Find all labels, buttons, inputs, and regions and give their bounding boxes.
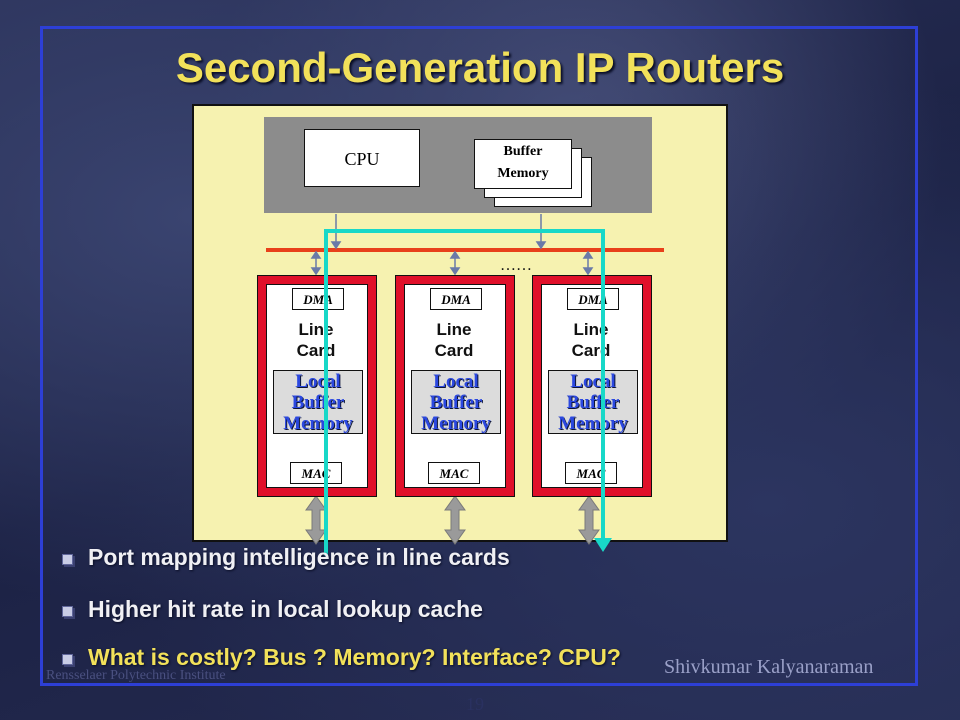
line-card-label: Line Card — [265, 319, 367, 361]
bullet-text: Higher hit rate in local lookup cache — [88, 596, 483, 622]
dma-chip: DMA — [567, 288, 619, 310]
line-card-label-line1: Line — [573, 320, 609, 339]
line-card-label-line2: Card — [571, 341, 611, 360]
buffer-memory-line2: Memory — [497, 166, 549, 181]
lbm-line2: Buffer — [429, 392, 483, 413]
memory-sheet-front — [474, 139, 572, 189]
page-number: 19 — [466, 694, 484, 714]
bullet-item: Higher hit rate in local lookup cache — [62, 596, 922, 626]
line-card-label-line2: Card — [434, 341, 474, 360]
buffer-memory-label: Buffer Memory — [474, 141, 572, 185]
lbm-line2: Buffer — [566, 392, 620, 413]
lbm-line3: Memory — [283, 413, 353, 434]
lbm-line3: Memory — [558, 413, 628, 434]
bullet-box-icon — [62, 554, 75, 567]
bus-card-connectors — [310, 250, 594, 276]
local-buffer-memory: Local Buffer Memory — [548, 370, 638, 434]
local-buffer-memory: Local Buffer Memory — [273, 370, 363, 434]
lbm-line3: Memory — [421, 413, 491, 434]
bullet-item: What is costly? Bus ? Memory? Interface?… — [62, 644, 922, 674]
bullet-text: Port mapping intelligence in line cards — [88, 544, 510, 570]
lbm-line2: Buffer — [291, 392, 345, 413]
more-cards-ellipsis: …… — [500, 257, 532, 274]
cpu-box: CPU — [304, 129, 420, 187]
mac-chip: MAC — [565, 462, 617, 484]
dma-chip: DMA — [292, 288, 344, 310]
bullet-box-icon — [62, 654, 75, 667]
port-arrows — [305, 495, 600, 545]
bullet-text: What is costly? Bus ? Memory? Interface?… — [88, 644, 621, 670]
mac-chip: MAC — [428, 462, 480, 484]
slide-frame — [40, 26, 918, 686]
dma-chip: DMA — [430, 288, 482, 310]
mac-chip: MAC — [290, 462, 342, 484]
footer-author: Shivkumar Kalyanaraman — [664, 656, 874, 678]
lbm-line1: Local — [570, 371, 616, 392]
line-card-label-line2: Card — [296, 341, 336, 360]
buffer-memory-line1: Buffer — [503, 144, 543, 159]
line-card-label-line1: Line — [436, 320, 472, 339]
bullet-box-icon — [62, 606, 75, 619]
line-card-label-line1: Line — [298, 320, 334, 339]
board-bus-connectors — [330, 214, 547, 250]
slide-title: Second-Generation IP Routers — [175, 44, 785, 91]
footer-institution: Rensselaer Polytechnic Institute — [46, 668, 226, 683]
line-card-label: Line Card — [540, 319, 642, 361]
local-buffer-memory: Local Buffer Memory — [411, 370, 501, 434]
bullet-item: Port mapping intelligence in line cards — [62, 544, 922, 574]
line-card-label: Line Card — [403, 319, 505, 361]
lbm-line1: Local — [433, 371, 479, 392]
lbm-line1: Local — [295, 371, 341, 392]
